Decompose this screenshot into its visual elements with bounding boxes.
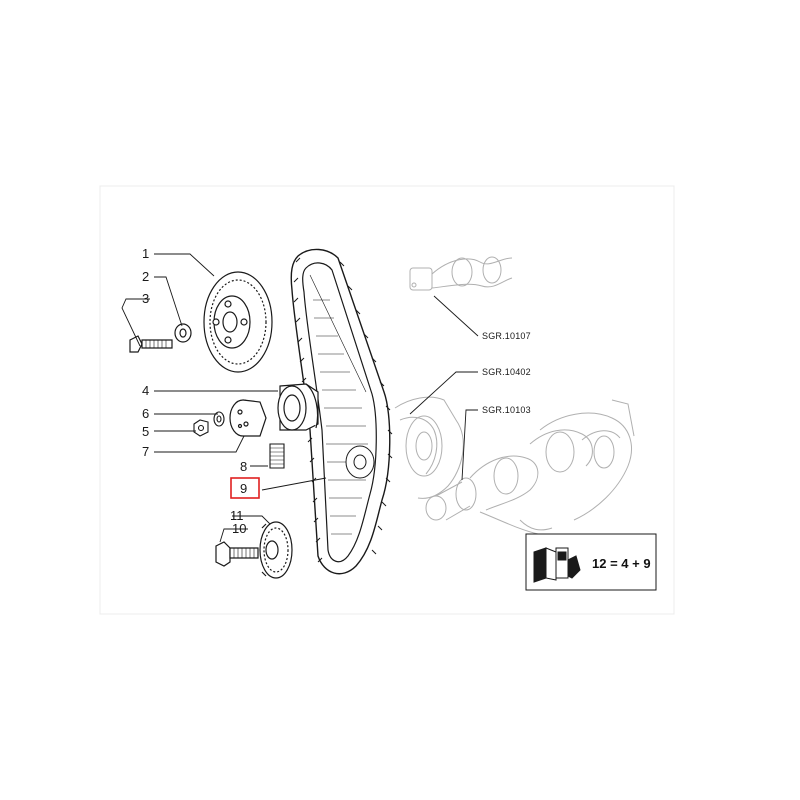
ref-camshaft[interactable]: SGR.10107 (482, 331, 531, 341)
ref-crankshaft[interactable]: SGR.10103 (482, 405, 531, 415)
tensioner-eccentric (229, 399, 267, 437)
kit-note-box (525, 533, 657, 591)
nut (193, 419, 209, 437)
ref-engine-block[interactable]: SGR.10402 (482, 367, 531, 377)
callout-11[interactable]: 11 (230, 508, 244, 523)
small-washer (213, 411, 225, 427)
callout-8[interactable]: 8 (240, 459, 247, 474)
callout-9[interactable]: 9 (240, 481, 247, 496)
stud (269, 443, 285, 469)
crank-pulley-outline (345, 445, 375, 479)
callout-7[interactable]: 7 (142, 444, 149, 459)
washer (174, 323, 192, 343)
kit-note-text: 12 = 4 + 9 (592, 556, 651, 571)
diagram-frame (99, 185, 675, 615)
camshaft-sprocket (203, 271, 273, 373)
engine-block-ghost (394, 396, 635, 535)
callout-5[interactable]: 5 (142, 424, 149, 439)
crankshaft-bolt (215, 541, 259, 567)
callout-3[interactable]: 3 (142, 291, 149, 306)
kit-icon (533, 547, 581, 583)
highlight-box (230, 477, 260, 499)
callout-2[interactable]: 2 (142, 269, 149, 284)
leader-lines (121, 253, 479, 543)
callout-6[interactable]: 6 (142, 406, 149, 421)
crankshaft-sprocket (259, 521, 293, 579)
camshaft-ghost (409, 256, 513, 291)
callout-4[interactable]: 4 (142, 383, 149, 398)
timing-belt (290, 248, 393, 575)
reference-labels: SGR.10107 SGR.10402 SGR.10103 (482, 331, 531, 415)
tensioner-bearing (277, 383, 319, 431)
kit-note: 12 = 4 + 9 (525, 533, 657, 591)
callout-1[interactable]: 1 (142, 246, 149, 261)
callout-labels: 1 2 3 4 6 5 7 8 9 11 10 (142, 246, 260, 536)
callout-10[interactable]: 10 (232, 521, 246, 536)
crankshaft-ghost (425, 429, 621, 531)
camshaft-bolt (129, 335, 173, 353)
